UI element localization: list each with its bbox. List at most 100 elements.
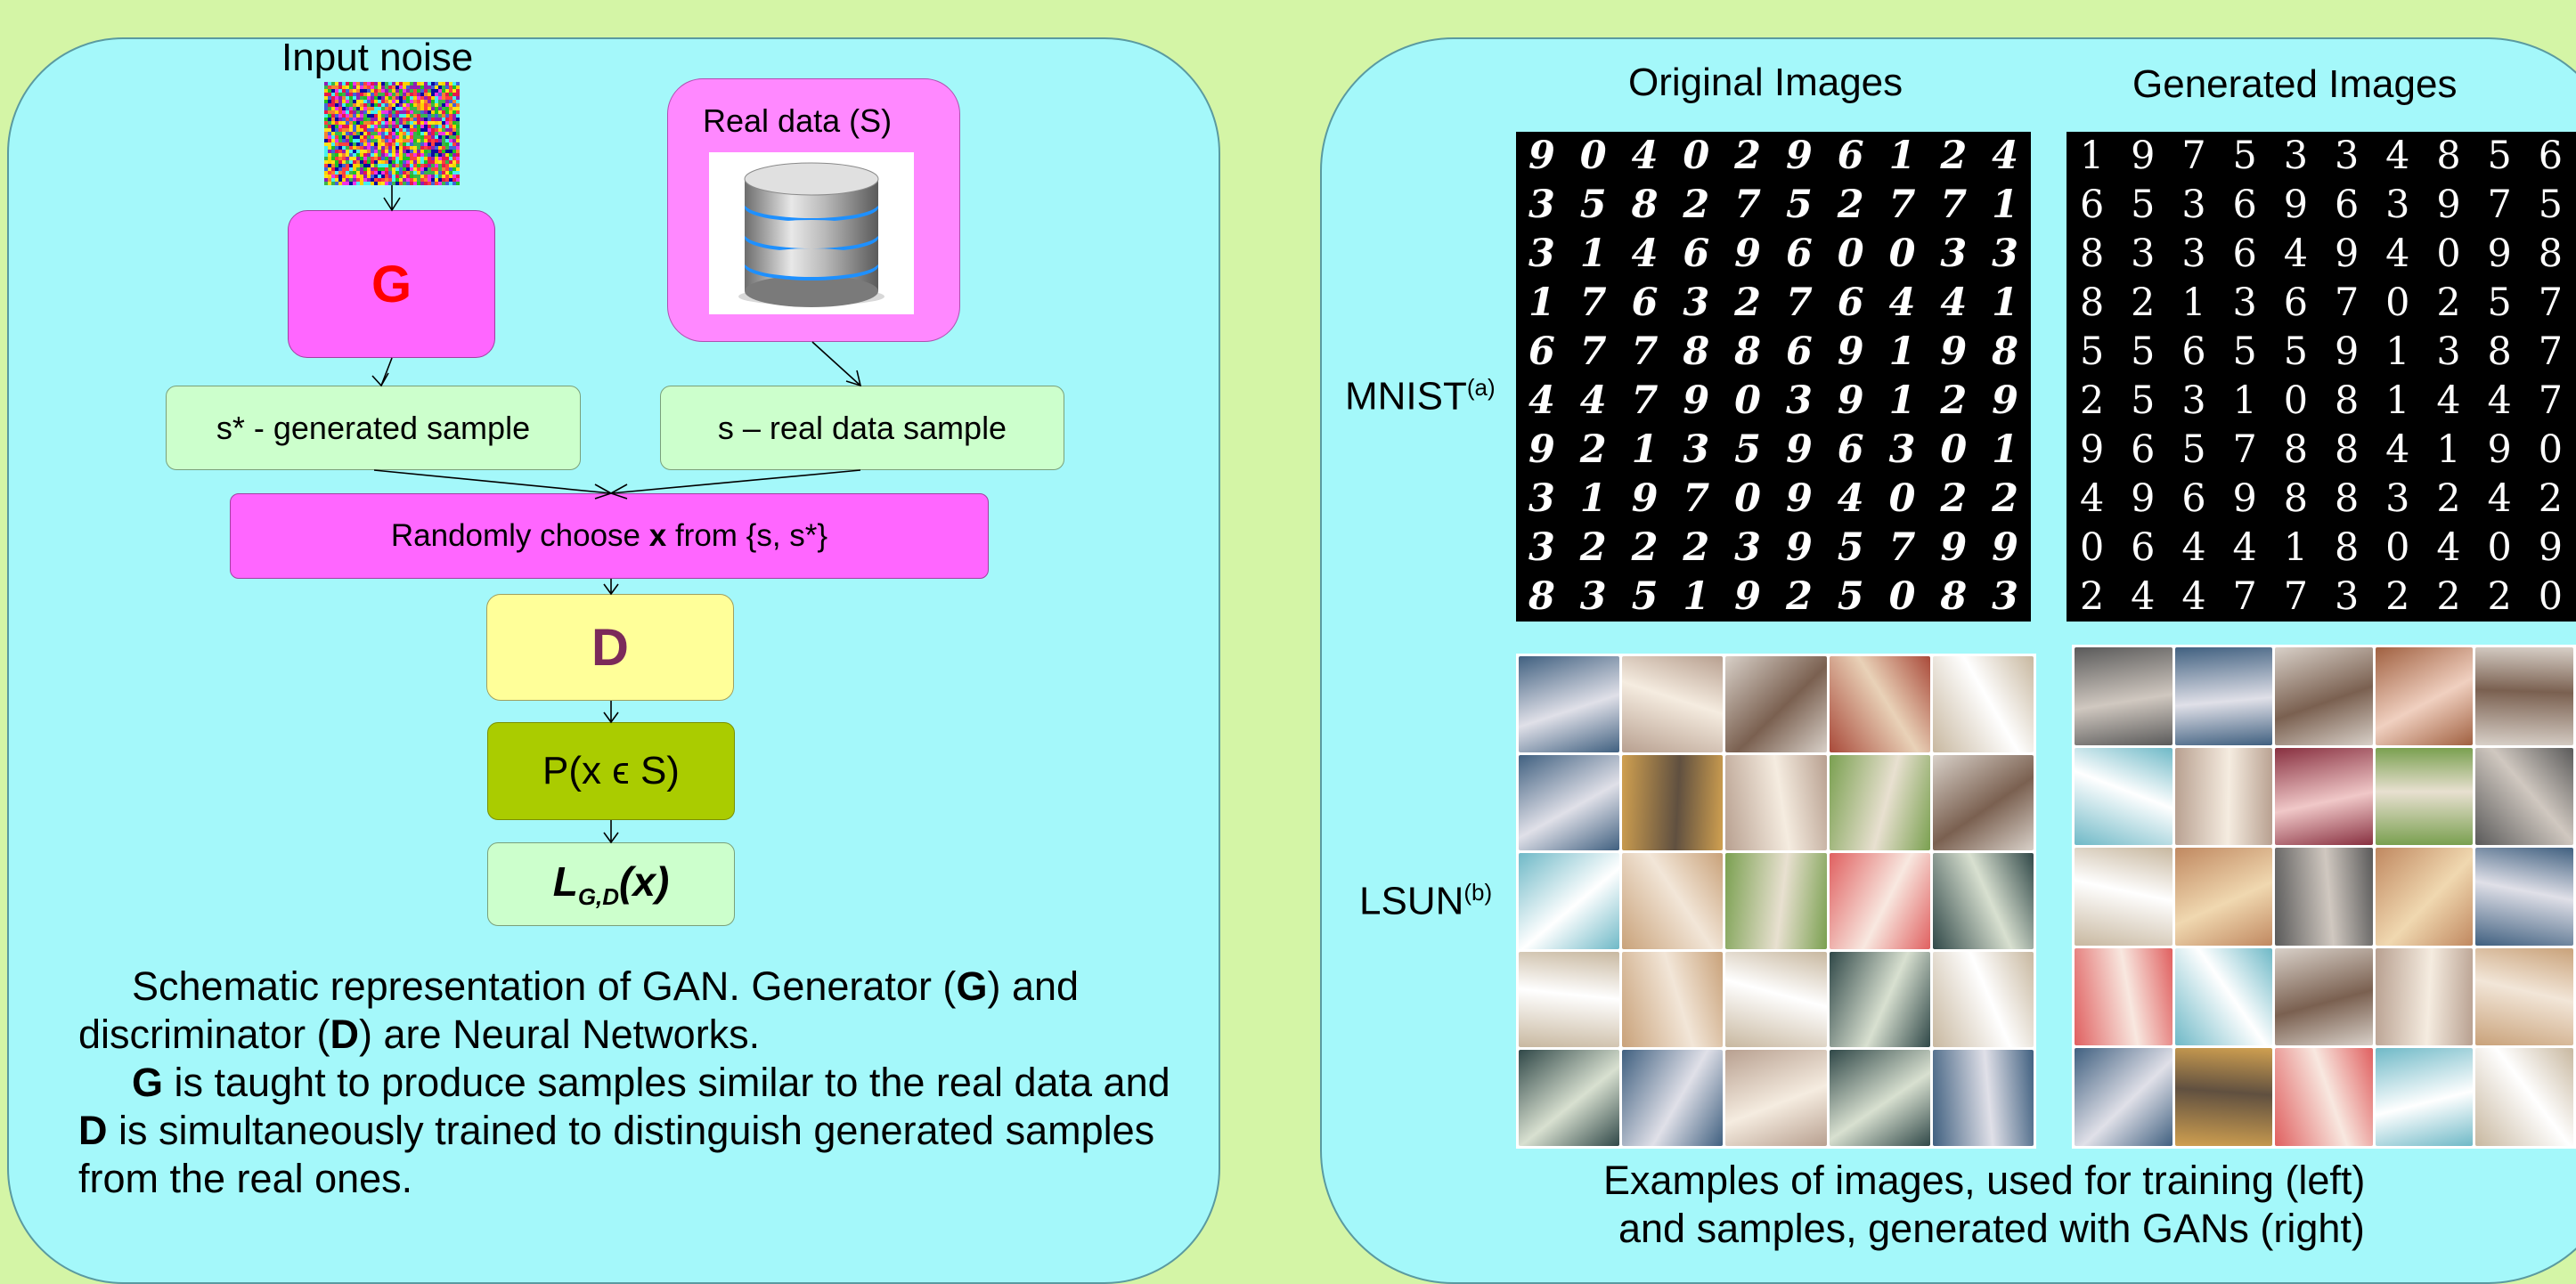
mnist-digit: 2 (1683, 183, 1710, 227)
mnist-digit: 8 (2334, 525, 2360, 570)
bedroom-photo-tile (2174, 848, 2273, 946)
bedroom-photo-tile (1932, 951, 2034, 1048)
mnist-digit: 4 (2436, 525, 2461, 570)
mnist-digit: 7 (2232, 574, 2257, 619)
mnist-digit: 9 (2079, 427, 2105, 472)
bedroom-photo-tile (2375, 647, 2474, 745)
mnist-digit: 4 (1528, 378, 1555, 423)
mnist-digit: 3 (2181, 183, 2206, 227)
mnist-digit: 0 (1888, 574, 1916, 619)
mnist-digit: 9 (2436, 183, 2461, 227)
mnist-digit: 9 (1940, 525, 1968, 570)
bedroom-photo-tile (1519, 656, 1620, 752)
mnist-digit: 2 (1579, 525, 1607, 570)
random-choice-label: Randomly choose x from {s, s*} (391, 518, 827, 554)
bedroom-photo-tile (2174, 1048, 2273, 1146)
mnist-digit: 1 (1888, 134, 1916, 178)
examples-caption-line-1: Examples of images, used for training (l… (1603, 1158, 2366, 1203)
mnist-digit: 6 (2538, 134, 2564, 178)
bedroom-photo-tile (2075, 747, 2172, 846)
bedroom-photo-tile (2075, 647, 2172, 745)
mnist-digit: 2 (2436, 280, 2461, 325)
mnist-digit: 1 (1992, 427, 2018, 472)
loss-argument: (x) (619, 857, 670, 905)
lsun-footnote: (b) (1463, 879, 1493, 906)
mnist-digit: 6 (2181, 329, 2206, 374)
mnist-digit: 5 (2487, 134, 2512, 178)
mnist-digit: 9 (2538, 525, 2564, 570)
generated-sample-box: s* - generated sample (166, 386, 581, 470)
bedroom-photo-tile (2174, 647, 2273, 745)
mnist-digit: 1 (1888, 378, 1916, 423)
mnist-digit: 2 (1992, 476, 2018, 521)
mnist-digit: 7 (1888, 525, 1916, 570)
bedroom-photo-tile (1932, 853, 2034, 949)
mnist-digit: 7 (1579, 280, 1607, 325)
mnist-digit: 9 (1631, 476, 1659, 521)
loss-symbol: L (552, 857, 578, 905)
mnist-digit: 2 (2487, 574, 2512, 619)
bedroom-photo-tile (2275, 1048, 2373, 1146)
mnist-digit: 4 (2385, 134, 2410, 178)
mnist-digit: 8 (2283, 427, 2309, 472)
mnist-digit: 9 (1992, 378, 2018, 423)
mnist-digit: 0 (2538, 574, 2564, 619)
mnist-digit: 9 (1785, 525, 1813, 570)
bedroom-photo-tile (2075, 848, 2172, 946)
mnist-digit: 2 (2079, 378, 2105, 423)
bedroom-photo-tile (1932, 1050, 2034, 1146)
mnist-digit: 0 (2283, 378, 2309, 423)
mnist-digit: 5 (1837, 525, 1864, 570)
bedroom-photo-tile (2375, 947, 2474, 1046)
mnist-digit: 8 (2334, 476, 2360, 521)
mnist-digit: 7 (1631, 329, 1659, 374)
bedroom-photo-tile (1829, 656, 1930, 752)
mnist-digit: 7 (2538, 280, 2564, 325)
mnist-digit: 1 (2079, 134, 2105, 178)
probability-label: P(x ϵ S) (542, 749, 680, 792)
mnist-text: MNIST (1345, 374, 1467, 419)
mnist-digit: 3 (2131, 232, 2156, 276)
bedroom-photo-tile (2275, 947, 2373, 1046)
mnist-digit: 1 (2181, 280, 2206, 325)
mnist-digit: 3 (1528, 232, 1555, 276)
mnist-digit: 2 (2436, 574, 2461, 619)
mnist-digit: 6 (1528, 329, 1555, 374)
caption-text: ) and discriminator ( (78, 963, 1080, 1057)
loss-box: LG,D(x) (487, 842, 735, 926)
mnist-digit: 5 (2131, 183, 2156, 227)
mnist-digit: 2 (2079, 574, 2105, 619)
mnist-digit: 2 (2538, 476, 2564, 521)
mnist-digit: 7 (2538, 378, 2564, 423)
input-noise-image (324, 82, 460, 185)
input-noise-label: Input noise (281, 36, 474, 79)
caption-bold-d: D (78, 1108, 108, 1153)
mnist-digit: 9 (1837, 378, 1864, 423)
mnist-digit: 5 (2487, 280, 2512, 325)
examples-caption-line-2: and samples, generated with GANs (right) (1618, 1206, 2365, 1251)
generated-sample-label: s* - generated sample (216, 409, 531, 446)
mnist-footnote: (a) (1466, 374, 1496, 401)
mnist-digit: 2 (1683, 525, 1710, 570)
mnist-digit: 3 (2232, 280, 2257, 325)
lsun-generated-grid (2072, 645, 2576, 1149)
bedroom-photo-tile (2375, 848, 2474, 946)
mnist-digit: 2 (1734, 280, 1761, 325)
mnist-digit: 0 (1683, 134, 1710, 178)
mnist-digit: 2 (2436, 476, 2461, 521)
mnist-digit: 9 (1528, 134, 1555, 178)
bedroom-photo-tile (2475, 848, 2573, 946)
schematic-caption: Schematic representation of GAN. Generat… (78, 963, 1201, 1203)
mnist-digit: 5 (2131, 329, 2156, 374)
mnist-digit: 0 (2079, 525, 2105, 570)
mnist-digit: 1 (2436, 427, 2461, 472)
caption-bold-g: G (956, 963, 988, 1009)
mnist-digit: 6 (1683, 232, 1710, 276)
mnist-digit: 7 (1579, 329, 1607, 374)
mnist-digit: 1 (1992, 183, 2018, 227)
mnist-digit: 0 (1837, 232, 1864, 276)
mnist-digit: 3 (2334, 134, 2360, 178)
choice-suffix: from {s, s*} (666, 518, 828, 553)
bedroom-photo-tile (1725, 853, 1827, 949)
mnist-digit: 4 (1940, 280, 1968, 325)
